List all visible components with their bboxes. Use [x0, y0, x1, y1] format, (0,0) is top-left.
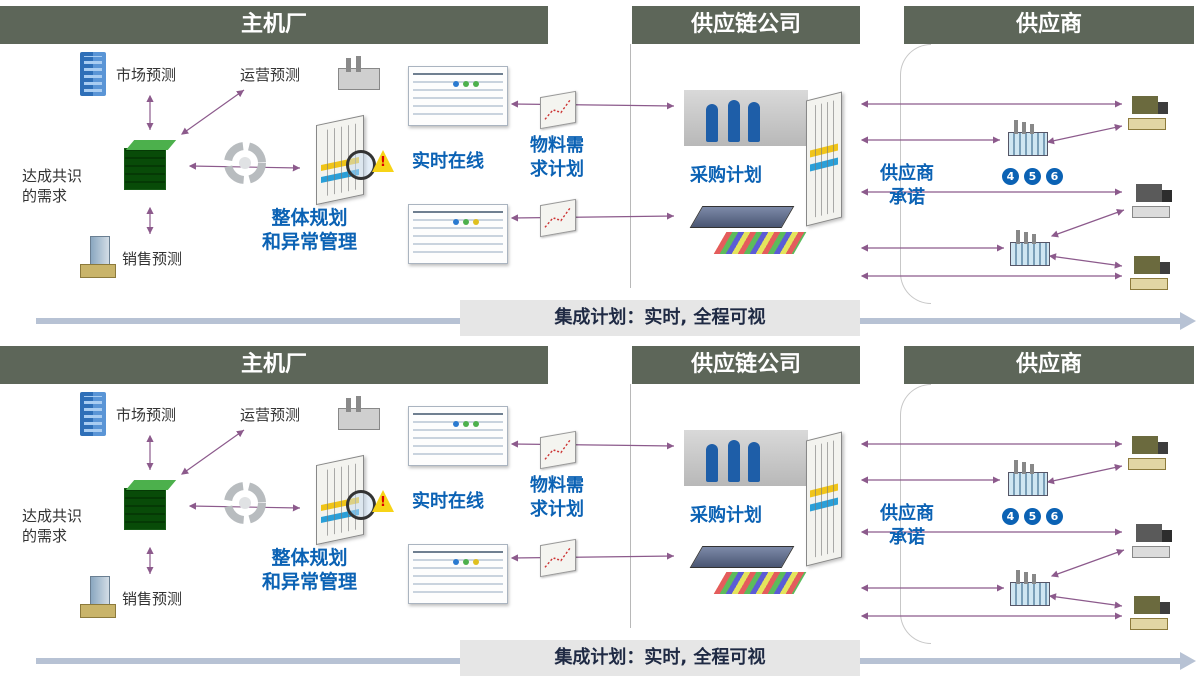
report-screen-icon — [408, 66, 508, 126]
recycle-icon — [222, 480, 268, 526]
header-supply-chain-company: 供应链公司 — [632, 6, 860, 44]
flow-bar-arrowhead — [1180, 652, 1196, 670]
number-badge: 6 — [1046, 508, 1063, 525]
supplier-factory-icon — [1008, 120, 1048, 156]
chart-icon — [540, 430, 576, 470]
sales-building-icon — [80, 576, 116, 618]
label-supplier-commit: 供应商 承诺 — [880, 503, 934, 548]
planning-board-icon — [806, 91, 842, 227]
truck-icon — [1132, 524, 1172, 558]
factory-icon — [338, 56, 380, 90]
building-icon — [80, 52, 106, 96]
diagram-panel: 主机厂 供应链公司 供应商 — [0, 6, 1196, 336]
header-supplier: 供应商 — [904, 6, 1194, 44]
report-screen-icon — [408, 406, 508, 466]
label-supplier-commit: 供应商 承诺 — [880, 163, 934, 208]
truck-icon — [1130, 596, 1170, 630]
truck-icon — [1132, 184, 1172, 218]
warning-icon: ! — [372, 490, 394, 512]
sales-building-icon — [80, 236, 116, 278]
header-supplier: 供应商 — [904, 346, 1194, 384]
cube-grid-icon — [124, 140, 177, 190]
number-badge: 6 — [1046, 168, 1063, 185]
number-badge: 4 — [1002, 508, 1019, 525]
label-market-forecast: 市场预测 — [116, 66, 177, 84]
label-mrp: 物料需 求计划 — [530, 475, 584, 520]
header-oem: 主机厂 — [0, 346, 548, 384]
label-sales-forecast: 销售预测 — [122, 250, 183, 268]
label-consensus-demand: 达成共识 的需求 — [22, 167, 83, 205]
warning-icon: ! — [372, 150, 394, 172]
supplier-factory-icon — [1010, 570, 1050, 606]
report-screen-icon — [408, 544, 508, 604]
number-badge: 5 — [1024, 508, 1041, 525]
cube-grid-icon — [124, 480, 177, 530]
building-icon — [80, 392, 106, 436]
label-overall-planning: 整体规划 和异常管理 — [262, 207, 358, 253]
chart-icon — [540, 538, 576, 578]
label-ops-forecast: 运营预测 — [240, 406, 301, 424]
label-sales-forecast: 销售预测 — [122, 590, 183, 608]
truck-icon — [1130, 256, 1170, 290]
label-procurement-plan: 采购计划 — [690, 165, 762, 186]
team-room-icon — [684, 90, 808, 146]
chart-icon — [540, 90, 576, 130]
label-realtime-online: 实时在线 — [412, 151, 484, 172]
label-consensus-demand: 达成共识 的需求 — [22, 507, 83, 545]
chart-icon — [540, 198, 576, 238]
connector-arrows — [146, 89, 1125, 280]
connector-arrows — [146, 429, 1125, 620]
truck-icon — [1128, 96, 1168, 130]
header-supply-chain-company: 供应链公司 — [632, 346, 860, 384]
label-ops-forecast: 运营预测 — [240, 66, 301, 84]
flow-bar-arrowhead — [1180, 312, 1196, 330]
label-mrp: 物料需 求计划 — [530, 135, 584, 180]
label-market-forecast: 市场预测 — [116, 406, 177, 424]
number-badge: 5 — [1024, 168, 1041, 185]
label-overall-planning: 整体规划 和异常管理 — [262, 547, 358, 593]
header-oem: 主机厂 — [0, 6, 548, 44]
label-procurement-plan: 采购计划 — [690, 505, 762, 526]
report-screen-icon — [408, 204, 508, 264]
factory-icon — [338, 396, 380, 430]
server-icon — [689, 546, 807, 598]
divider-left — [630, 44, 631, 288]
integrated-plan-banner: 集成计划：实时, 全程可视 — [460, 300, 860, 336]
divider-left — [630, 384, 631, 628]
diagram-panel: 主机厂 供应链公司 供应商 — [0, 340, 1200, 680]
recycle-icon — [222, 140, 268, 186]
supplier-factory-icon — [1008, 460, 1048, 496]
integrated-plan-banner: 集成计划：实时, 全程可视 — [460, 640, 860, 676]
number-badge: 4 — [1002, 168, 1019, 185]
supplier-factory-icon — [1010, 230, 1050, 266]
planning-board-icon — [806, 431, 842, 567]
team-room-icon — [684, 430, 808, 486]
label-realtime-online: 实时在线 — [412, 491, 484, 512]
truck-icon — [1128, 436, 1168, 470]
server-icon — [689, 206, 807, 258]
